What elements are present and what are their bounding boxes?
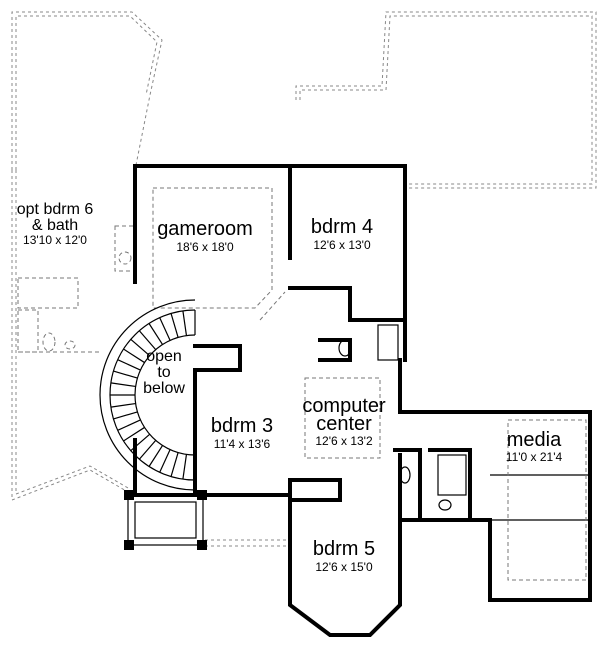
bdrm3-size: 11'4 x 13'6 (214, 437, 271, 451)
stair-tread (138, 439, 157, 460)
gameroom-name: gameroom (157, 218, 253, 240)
ceiling-outlines (152, 187, 587, 581)
stair-tread (130, 433, 151, 452)
computer-name-2: center (316, 413, 372, 435)
room-label-bdrm3: bdrm 3 11'4 x 13'6 (211, 415, 273, 451)
bdrm4-name: bdrm 4 (311, 216, 373, 238)
stair-tread (182, 310, 188, 336)
stair-tread (117, 419, 141, 431)
stair-tread (117, 359, 141, 371)
stair-tread (138, 330, 157, 351)
to-text: to (157, 364, 170, 381)
room-label-media: media 11'0 x 21'4 (506, 429, 563, 464)
stair-tread (110, 382, 136, 388)
spiral-staircase (99, 299, 196, 491)
bdrm5-name: bdrm 5 (313, 538, 375, 560)
stair-tread (148, 445, 164, 467)
bath-fixtures (338, 324, 467, 511)
computer-name: computer (302, 395, 386, 417)
stair-tread (182, 454, 188, 480)
gameroom-size: 18'6 x 18'0 (176, 240, 234, 254)
room-label-bdrm4: bdrm 4 12'6 x 13'0 (311, 216, 373, 252)
stair-tread (159, 317, 171, 341)
stair-tread (170, 452, 179, 477)
media-size: 11'0 x 21'4 (506, 450, 563, 464)
stair-tread (170, 313, 179, 338)
stair-tread (159, 449, 171, 473)
media-name: media (507, 429, 562, 451)
stair-tread (148, 323, 164, 345)
stair-tread (113, 370, 138, 379)
room-label-gameroom: gameroom 18'6 x 18'0 (157, 218, 253, 254)
stair-tread (113, 411, 138, 420)
stair-tread (110, 402, 136, 408)
bdrm3-name: bdrm 3 (211, 415, 273, 437)
room-label-computer-center: computer center 12'6 x 13'2 (302, 395, 386, 448)
bdrm5-size: 12'6 x 15'0 (315, 560, 373, 574)
below-text: below (143, 380, 185, 397)
bdrm6-name-2: & bath (32, 217, 78, 234)
room-label-bdrm5: bdrm 5 12'6 x 15'0 (313, 538, 375, 574)
roof-outline (11, 11, 597, 547)
bdrm6-size: 13'10 x 12'0 (23, 233, 87, 247)
open-text: open (146, 348, 182, 365)
bdrm4-size: 12'6 x 13'0 (313, 238, 371, 252)
stair-tread (130, 338, 151, 357)
label-open-to-below: open to below (143, 348, 185, 397)
stair-tread (123, 426, 145, 442)
computer-size: 12'6 x 13'2 (315, 434, 373, 448)
room-label-bdrm6: opt bdrm 6 & bath 13'10 x 12'0 (17, 201, 94, 247)
stair-tread (123, 348, 145, 364)
bdrm6-name: opt bdrm 6 (17, 201, 94, 218)
entry-porch (124, 490, 207, 550)
